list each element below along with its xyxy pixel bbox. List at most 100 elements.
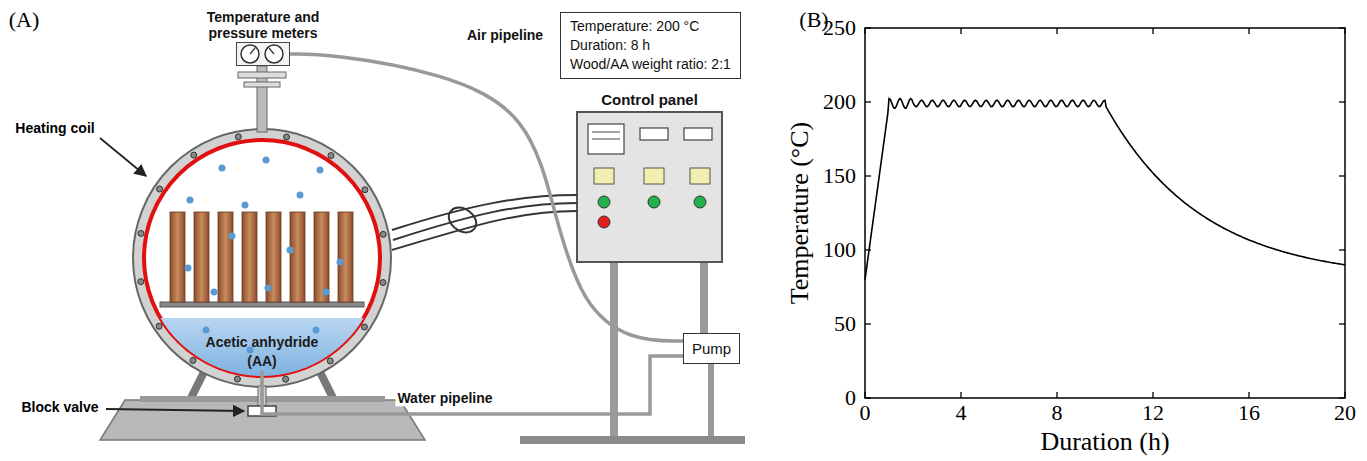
axis-tick [865,175,871,176]
tick-label: 8 [1052,401,1063,425]
axis-tick [1339,323,1345,324]
power-cable [392,211,577,250]
vessel-bolt [284,134,290,140]
vessel-bolt [190,357,196,363]
wood-specimen [242,212,257,302]
vapour-dot [337,259,344,266]
reactor-stand [319,370,334,400]
axis-tick [864,392,865,398]
vessel-bolt [235,134,241,140]
axis-tick [1339,249,1345,250]
vessel-bolt [138,279,144,285]
reactor-stand [190,370,205,400]
leader-arrow [106,409,244,411]
vapour-dot [229,233,236,240]
control-panel [690,168,710,184]
control-panel [610,262,618,436]
vapour-dot [242,202,249,209]
axis-tick [1339,175,1345,176]
gauge [241,45,259,63]
axis-tick [1344,28,1345,34]
gauge [236,42,290,66]
control-panel [700,262,708,334]
vapour-dot [185,265,192,272]
control-panel [520,112,745,444]
axis-title: Temperature (°C) [786,122,815,305]
vapour-dot [313,327,320,334]
axis-tick [1152,28,1153,34]
vapour-dot [263,157,270,164]
vapour-dot [287,247,294,254]
vessel-bolt [191,152,197,158]
wood-specimen [314,212,329,302]
gauge [265,45,283,63]
control-panel [648,196,660,208]
axis-tick [1344,392,1345,398]
node-text: Acetic anhydride (AA) [197,333,327,371]
liquid-band: Acetic anhydride (AA) [197,333,327,371]
reactor-vessel [133,129,391,387]
axis-tick [865,28,1345,398]
axis-tick [1339,27,1345,28]
vapour-dot [265,285,272,292]
node-text: Temperature: 200 °C [570,17,731,36]
axis-tick [865,249,871,250]
vapour-dot [185,157,344,354]
reactor-vessel [144,140,380,376]
control-panel [708,364,714,436]
control-panel [694,196,706,208]
axis-tick [865,323,871,324]
node-text: Duration: 8 h [570,36,731,55]
tick-label: 16 [1238,401,1260,425]
vessel-bolt [234,376,240,382]
axis-tick [1152,392,1153,398]
axis-title: Duration (h) [1040,428,1169,457]
chart-frame [865,28,1345,398]
wood-specimen [170,212,185,302]
control-panel [577,112,722,262]
temperature-curve [865,99,1345,280]
acetic-anhydride-liquid [160,318,363,376]
wood-specimen [218,212,233,302]
vapour-dot [317,167,324,174]
leader-arrow [100,138,146,176]
control-panel [588,124,624,154]
vessel-bolt [138,230,144,236]
tick-label: 200 [823,90,856,114]
control-panel [640,128,668,140]
part-name: Block valve [21,400,98,415]
wood-specimen [194,212,209,302]
vessel-bolt [283,376,289,382]
axis-tick [960,392,961,398]
vessel-bolt [380,231,386,237]
pipeline-label: Water pipeline [395,391,494,406]
wood-specimen [290,212,305,302]
pipeline [262,356,683,414]
panel-letter: (A) [9,8,40,32]
vapour-dot [187,197,194,204]
vessel-bolt [380,280,386,286]
axis-tick [865,397,871,398]
meter-stem [238,72,286,78]
axis-tick [1056,392,1057,398]
node-heading: Control panel [570,92,730,108]
axis-tick [1248,28,1249,34]
wood-rack [160,302,364,307]
node-text: Wood/AA weight ratio: 2:1 [570,55,731,74]
vessel-bolt [361,324,367,330]
axis-tick [1339,101,1345,102]
control-panel [592,132,620,133]
vessel-bolt [156,323,162,329]
vapour-dot [203,327,210,334]
meters-box: Temperature and pressure meters [236,42,290,66]
control-panel [684,128,712,140]
tick-label: 12 [1142,401,1164,425]
reactor-vessel [133,129,391,387]
vessel-bolt [327,358,333,364]
control-panel [520,436,745,444]
node-heading: Temperature and pressure meters [193,9,333,41]
wood-rack [160,302,364,307]
power-cable [393,203,577,240]
vessel-bolt [328,153,334,159]
control-panel [644,168,664,184]
